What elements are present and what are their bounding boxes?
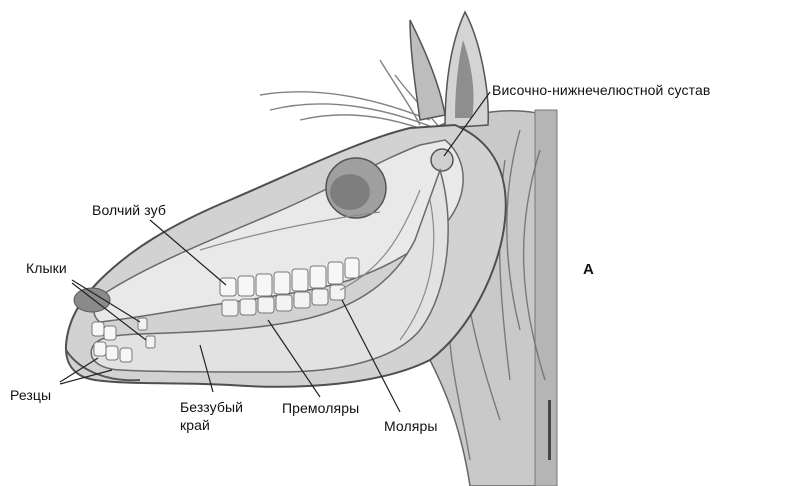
label-diastema-line1: Беззубый	[180, 399, 243, 415]
label-wolf-tooth: Волчий зуб	[92, 202, 166, 218]
panel-letter: А	[583, 262, 594, 278]
label-tmj: Височно-нижнечелюстной сустав	[492, 82, 710, 98]
label-molars: Моляры	[384, 418, 438, 434]
credit-strip	[548, 400, 551, 460]
ear-back	[410, 20, 445, 120]
label-premolars: Премоляры	[282, 400, 359, 416]
neck-edge-post	[535, 110, 557, 486]
label-incisors: Резцы	[10, 387, 51, 403]
label-canines: Клыки	[26, 260, 67, 276]
tmj-joint	[431, 149, 453, 171]
label-diastema-line2: край	[180, 417, 210, 433]
eye-orbit-shadow	[330, 174, 370, 210]
